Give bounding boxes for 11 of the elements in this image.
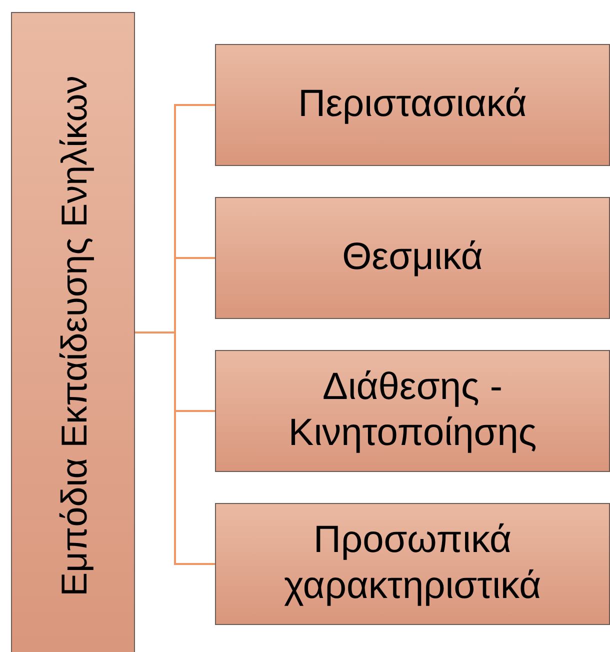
vertical-title-box — [11, 12, 135, 652]
box-label: Θεσμικά — [342, 235, 483, 280]
category-box — [215, 350, 610, 472]
category-box — [215, 197, 610, 319]
connector-line — [135, 332, 215, 565]
box-label: Περιστασιακά — [298, 82, 527, 128]
category-box — [215, 503, 610, 625]
category-box — [215, 44, 610, 166]
box-label: Διάθεσης - Κινητοποίησης — [287, 365, 538, 456]
box-label: Προσωπικά χαρακτηριστικά — [282, 518, 542, 609]
box-label: Εμπόδια Εκπαίδευσης Ενηλίκων — [52, 75, 96, 596]
